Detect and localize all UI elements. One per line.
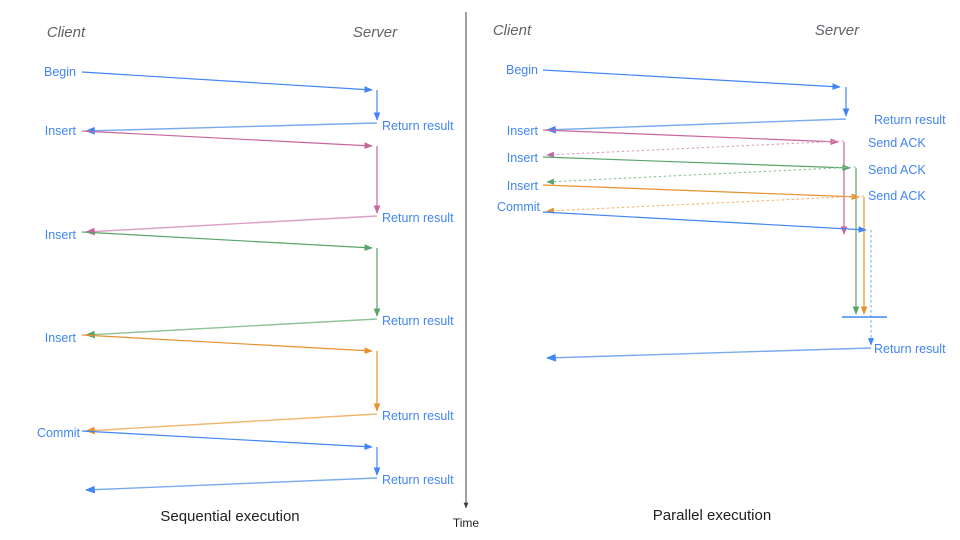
- message-insert-2: [81, 231, 381, 339]
- panel-sequential: Client Server: [37, 24, 454, 525]
- arrow-begin-request: [81, 71, 373, 93]
- client-label-insert-1: Insert: [45, 124, 77, 138]
- arrow-ack2-parallel: [546, 166, 857, 185]
- arrow-commit-request: [81, 430, 373, 450]
- server-label-return-3: Return result: [382, 314, 454, 328]
- arrow-commit-response: [85, 477, 378, 494]
- server-label-return-parallel-1: Return result: [874, 113, 946, 127]
- message-insert-3-parallel: [542, 184, 868, 315]
- lane-header-server: Server: [353, 24, 398, 41]
- lane-header-client: Client: [47, 24, 86, 41]
- server-label-return-2: Return result: [382, 211, 454, 225]
- panel-caption-sequential: Sequential execution: [160, 508, 299, 525]
- arrow-insert1-request: [81, 130, 373, 149]
- arrow-ack3-parallel: [546, 195, 865, 214]
- arrow-insert3-request: [81, 334, 373, 354]
- server-label-ack-3: Send ACK: [868, 189, 926, 203]
- message-insert-1-parallel: [542, 129, 848, 235]
- arrow-insert1-request-parallel: [542, 129, 839, 146]
- lane-header-server-parallel: Server: [815, 22, 860, 39]
- server-label-ack-2: Send ACK: [868, 163, 926, 177]
- lane-header-client-parallel: Client: [493, 22, 532, 39]
- arrow-ack1-parallel: [546, 140, 845, 158]
- arrow-commit-request-parallel: [542, 211, 867, 233]
- message-begin: [81, 71, 381, 135]
- client-label-commit-parallel: Commit: [497, 200, 541, 214]
- arrow-insert2-response: [85, 318, 378, 339]
- client-label-insert-2: Insert: [45, 228, 77, 242]
- time-axis: Time: [453, 12, 480, 530]
- message-begin-parallel: [542, 69, 850, 134]
- arrow-insert3-response: [85, 413, 378, 435]
- server-label-return-parallel-2: Return result: [874, 342, 946, 356]
- client-label-insert-2-parallel: Insert: [507, 151, 539, 165]
- client-label-commit: Commit: [37, 426, 81, 440]
- message-commit: [81, 430, 381, 494]
- message-commit-parallel: [542, 211, 887, 362]
- panel-caption-parallel: Parallel execution: [653, 507, 771, 524]
- message-insert-3: [81, 334, 381, 435]
- client-label-insert-1-parallel: Insert: [507, 124, 539, 138]
- message-insert-1: [81, 130, 381, 236]
- server-label-ack-1: Send ACK: [868, 136, 926, 150]
- arrow-commit-response-parallel: [546, 347, 872, 362]
- arrow-begin-response: [85, 122, 378, 135]
- arrow-begin-response-parallel: [546, 118, 847, 134]
- time-axis-label: Time: [453, 516, 480, 530]
- arrow-begin-request-parallel: [542, 69, 841, 90]
- arrow-insert1-response: [85, 215, 378, 236]
- server-label-return-5: Return result: [382, 473, 454, 487]
- client-label-insert-3-parallel: Insert: [507, 179, 539, 193]
- arrow-insert3-request-parallel: [542, 184, 860, 201]
- server-label-return-1: Return result: [382, 119, 454, 133]
- client-label-begin-parallel: Begin: [506, 63, 538, 77]
- client-label-insert-3: Insert: [45, 331, 77, 345]
- arrow-insert2-request: [81, 231, 373, 251]
- client-label-begin: Begin: [44, 65, 76, 79]
- arrow-insert2-request-parallel: [542, 156, 851, 172]
- message-insert-2-parallel: [542, 156, 860, 315]
- panel-parallel: Client Server: [493, 22, 946, 524]
- server-label-return-4: Return result: [382, 409, 454, 423]
